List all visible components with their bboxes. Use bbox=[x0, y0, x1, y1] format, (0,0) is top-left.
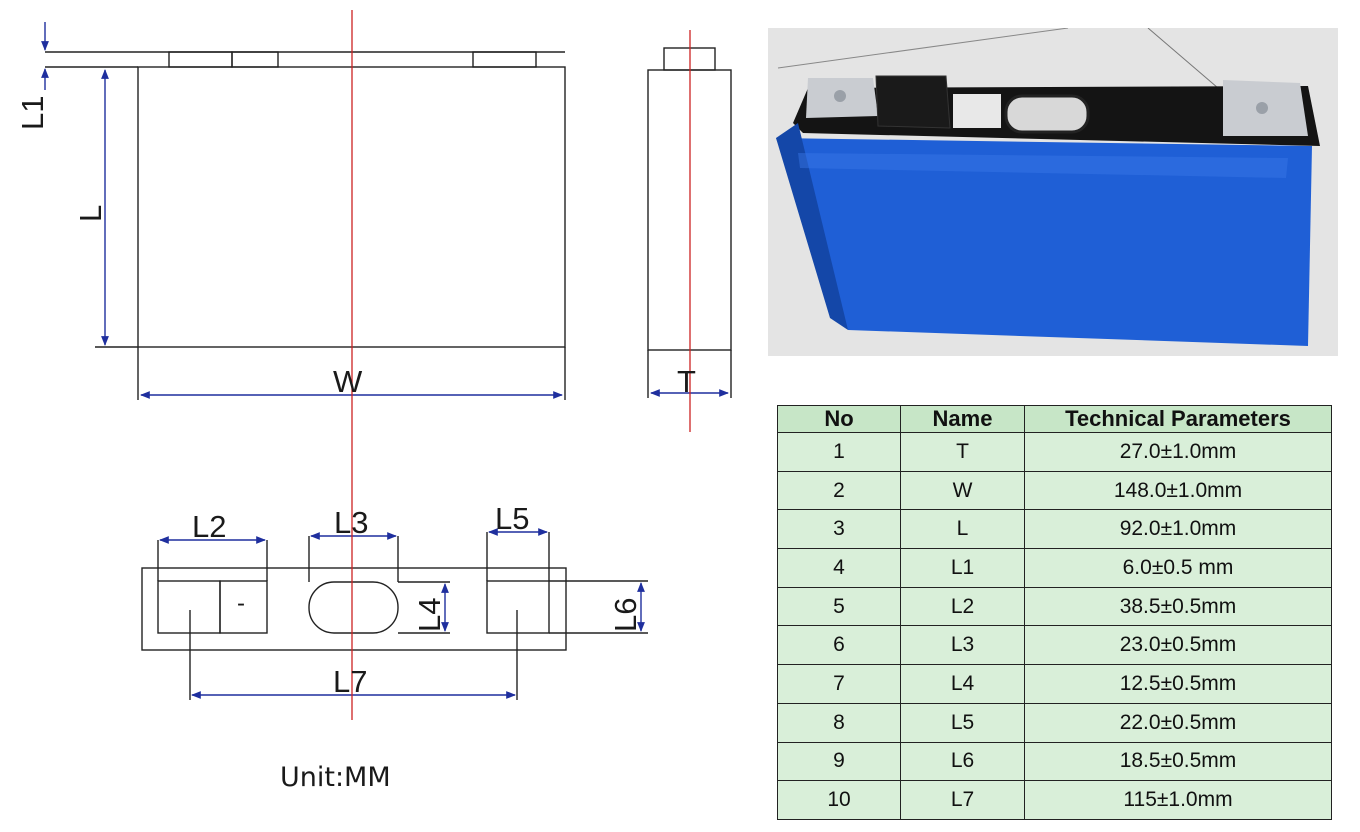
battery-photo-illustration bbox=[768, 28, 1338, 356]
label-L2: L2 bbox=[192, 509, 226, 544]
header-name: Name bbox=[900, 405, 1025, 433]
cell-no: 7 bbox=[777, 664, 901, 704]
cell-parameter: 18.5±0.5mm bbox=[1024, 741, 1332, 782]
label-L5: L5 bbox=[495, 501, 529, 536]
cell-parameter: 115±1.0mm bbox=[1024, 780, 1332, 820]
cell-no: 3 bbox=[777, 509, 901, 550]
cell-parameter: 22.0±0.5mm bbox=[1024, 702, 1332, 743]
header-technical-parameters: Technical Parameters bbox=[1024, 405, 1332, 433]
dimension-lines bbox=[41, 22, 729, 699]
cell-parameter: 27.0±1.0mm bbox=[1024, 432, 1332, 472]
negative-sign: - bbox=[237, 590, 245, 617]
header-no: No bbox=[777, 405, 901, 433]
cell-parameter: 38.5±0.5mm bbox=[1024, 586, 1332, 627]
cell-parameter: 12.5±0.5mm bbox=[1024, 664, 1332, 704]
cell-name: L1 bbox=[900, 548, 1025, 588]
table-header-row: No Name Technical Parameters bbox=[777, 405, 1332, 433]
terminal-tab-right bbox=[472, 51, 537, 68]
cell-parameter: 148.0±1.0mm bbox=[1024, 470, 1332, 511]
label-L7: L7 bbox=[333, 664, 367, 699]
cell-no: 5 bbox=[777, 586, 901, 627]
center-lines bbox=[351, 10, 691, 720]
cell-name: W bbox=[900, 470, 1025, 511]
label-L6: L6 bbox=[608, 598, 643, 632]
cell-no: 6 bbox=[777, 625, 901, 666]
cell-name: L6 bbox=[900, 741, 1025, 782]
battery-technical-drawing: L1 L W T L2 L3 L5 L4 L6 L7 - bbox=[15, 10, 732, 720]
label-W: W bbox=[333, 364, 363, 399]
label-L1: L1 bbox=[15, 96, 50, 130]
label-L4: L4 bbox=[412, 598, 447, 632]
front-view bbox=[45, 51, 566, 400]
label-T: T bbox=[677, 364, 696, 399]
terminal-tab-left-2 bbox=[231, 51, 279, 68]
cell-no: 4 bbox=[777, 548, 901, 588]
cell-parameter: 23.0±0.5mm bbox=[1024, 625, 1332, 666]
cell-no: 9 bbox=[777, 741, 901, 782]
negative-terminal-left bbox=[157, 580, 221, 634]
cell-no: 10 bbox=[777, 780, 901, 820]
label-L: L bbox=[73, 205, 108, 222]
cell-name: L2 bbox=[900, 586, 1025, 627]
cell-name: L5 bbox=[900, 702, 1025, 743]
cell-name: T bbox=[900, 432, 1025, 472]
cell-no: 8 bbox=[777, 702, 901, 743]
cell-top-outline bbox=[141, 567, 567, 651]
label-L3: L3 bbox=[334, 505, 368, 540]
cell-name: L4 bbox=[900, 664, 1025, 704]
cell-parameter: 6.0±0.5 mm bbox=[1024, 548, 1332, 588]
cell-no: 1 bbox=[777, 432, 901, 472]
cell-parameter: 92.0±1.0mm bbox=[1024, 509, 1332, 550]
cell-no: 2 bbox=[777, 470, 901, 511]
top-view bbox=[141, 532, 648, 700]
terminal-tab-left-1 bbox=[168, 51, 233, 68]
cell-name: L bbox=[900, 509, 1025, 550]
battery-photo bbox=[768, 28, 1338, 356]
cell-name: L7 bbox=[900, 780, 1025, 820]
negative-terminal-right bbox=[219, 580, 268, 634]
cell-name: L3 bbox=[900, 625, 1025, 666]
vent-oval bbox=[308, 581, 399, 634]
unit-label: Unit:MM bbox=[280, 762, 391, 793]
positive-terminal bbox=[486, 580, 550, 634]
